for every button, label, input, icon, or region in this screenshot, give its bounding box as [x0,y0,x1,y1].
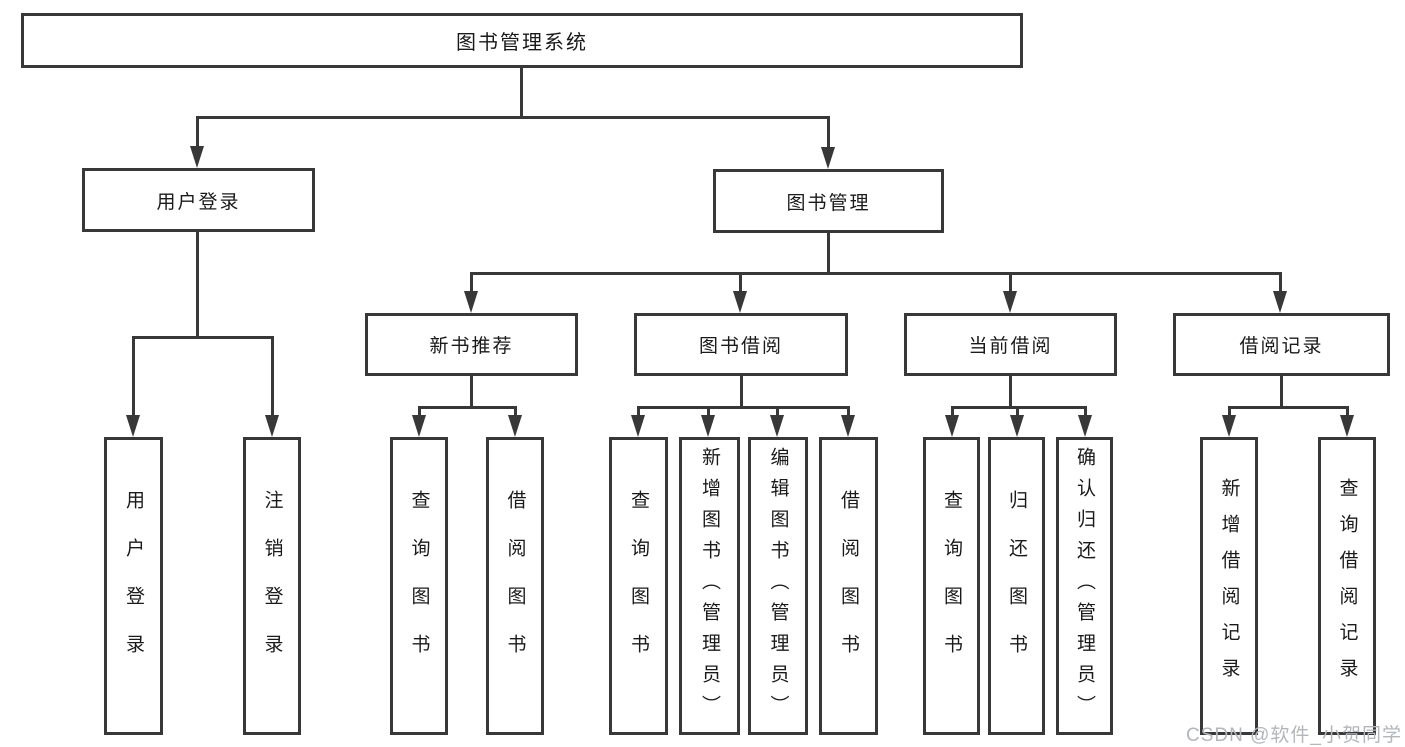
connector-arrow-stem [739,272,742,294]
leaf-label: 借阅图书 [504,490,526,682]
node-label: 图书管理系统 [456,32,588,54]
leaf-user-login: 用户登录 [104,437,163,735]
node-label: 图书借阅 [698,336,783,357]
leaf-logout: 注销登录 [243,437,301,735]
node-new-book-recommend: 新书推荐 [365,313,578,376]
node-label: 图书管理 [786,192,871,214]
connector-arrow-stem [827,116,830,152]
arrow-down-icon [1340,415,1354,437]
connector-group4-branch [951,406,1087,409]
node-borrow-records: 借阅记录 [1173,313,1390,376]
leaf-return-book: 归还图书 [988,437,1045,735]
node-label: 用户登录 [156,191,241,213]
node-current-borrow: 当前借阅 [904,313,1117,376]
leaf-label: 查询图书 [941,490,962,682]
node-label: 借阅记录 [1239,336,1324,357]
connector-group1-branch [132,336,274,339]
connector-arrow-stem [196,116,199,152]
connector-arrow-stem [418,406,421,418]
arrow-down-icon [631,415,645,437]
watermark: CSDN @软件_小贺同学 [1186,725,1402,746]
arrow-down-icon [412,415,426,437]
connector-arrow-stem [1228,406,1231,418]
connector-arrow-stem [1346,406,1349,418]
leaf-label: 借阅图书 [838,490,859,682]
connector-arrow-stem [776,406,779,418]
leaf-borrow-books: 借阅图书 [819,437,878,735]
arrow-down-icon [770,415,784,437]
leaf-label: 归还图书 [1006,490,1027,682]
node-label: 当前借阅 [968,336,1053,357]
connector-level3-branch [470,272,1282,275]
connector-group2-branch [418,406,517,409]
connector-group5-stem [1280,375,1283,409]
arrow-down-icon [265,415,279,437]
leaf-label: 注销登录 [261,490,283,682]
arrow-down-icon [733,291,747,313]
arrow-down-icon [126,415,140,437]
connector-arrow-stem [514,406,517,418]
connector-root-stem [520,68,523,118]
connector-group4-stem [1009,375,1012,409]
leaf-label: 新增图书（管理员） [699,446,720,726]
connector-arrow-stem [951,406,954,418]
connector-group5-branch [1228,406,1349,409]
leaf-query-borrow-record: 查询借阅记录 [1318,437,1376,735]
connector-userlogin-stem [196,232,199,339]
connector-arrow-stem [132,336,135,418]
leaf-label: 编辑图书（管理员） [767,446,789,726]
leaf-query-books-current: 查询图书 [923,437,980,735]
leaf-add-borrow-record: 新增借阅记录 [1200,437,1258,735]
leaf-label: 查询图书 [408,490,430,682]
leaf-label: 查询借阅记录 [1336,478,1358,694]
leaf-edit-book-admin: 编辑图书（管理员） [748,437,808,735]
node-user-login: 用户登录 [82,168,315,232]
arrow-down-icon [1003,291,1017,313]
arrow-down-icon [841,415,855,437]
connector-group2-stem [470,375,473,409]
connector-arrow-stem [707,406,710,418]
leaf-add-book-admin: 新增图书（管理员） [679,437,740,735]
arrow-down-icon [1222,415,1236,437]
arrow-down-icon [945,415,959,437]
node-root-system: 图书管理系统 [21,13,1023,68]
arrow-down-icon [190,146,204,168]
arrow-down-icon [1273,291,1287,313]
arrow-down-icon [1010,415,1024,437]
connector-arrow-stem [1016,406,1019,418]
connector-arrow-stem [1279,272,1282,294]
arrow-down-icon [508,415,522,437]
leaf-confirm-return-admin: 确认归还（管理员） [1056,437,1113,735]
connector-arrow-stem [847,406,850,418]
leaf-label: 用户登录 [123,490,144,682]
arrow-down-icon [1078,415,1092,437]
connector-level2-branch [196,116,830,119]
node-book-management: 图书管理 [713,169,944,233]
leaf-label: 确认归还（管理员） [1074,446,1095,726]
node-label: 新书推荐 [429,336,514,357]
arrow-down-icon [464,291,478,313]
leaf-label: 查询图书 [628,490,649,682]
connector-arrow-stem [271,336,274,418]
connector-arrow-stem [637,406,640,418]
leaf-borrow-books-recommend: 借阅图书 [486,437,544,735]
connector-arrow-stem [1009,272,1012,294]
connector-arrow-stem [1084,406,1087,418]
leaf-query-books-borrow: 查询图书 [609,437,668,735]
node-book-borrow: 图书借阅 [634,313,848,376]
connector-group3-branch [637,406,850,409]
arrow-down-icon [701,415,715,437]
connector-group3-stem [740,375,743,409]
connector-bookmgmt-stem [827,233,830,275]
leaf-label: 新增借阅记录 [1218,478,1240,694]
connector-arrow-stem [470,272,473,294]
arrow-down-icon [821,147,835,169]
leaf-query-books-recommend: 查询图书 [390,437,448,735]
